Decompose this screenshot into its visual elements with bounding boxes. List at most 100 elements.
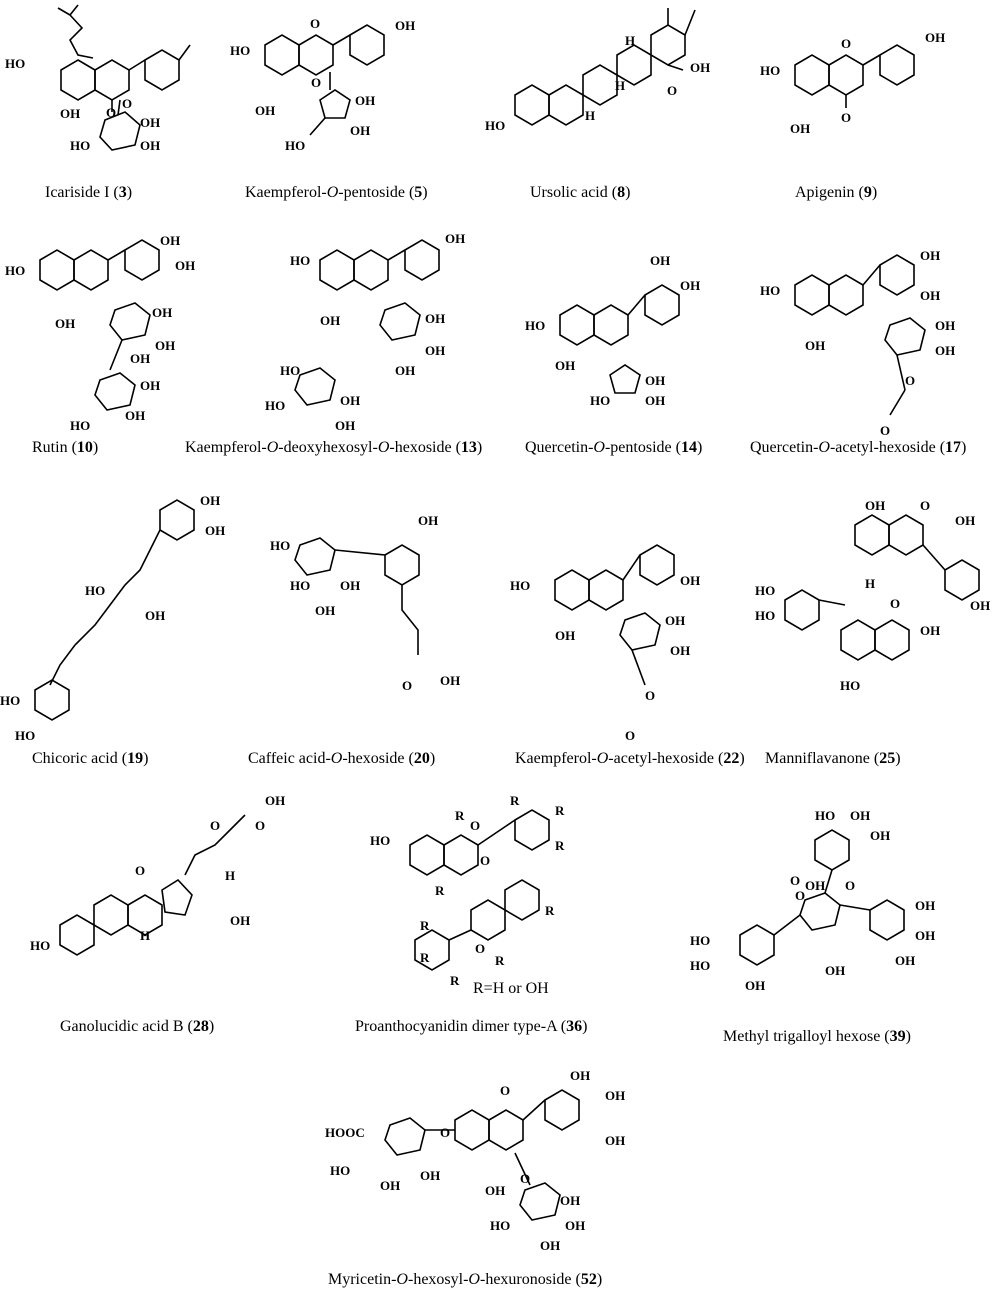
kaempferol-pentoside-drawing [264,24,385,136]
atom-label: O [310,16,320,31]
manniflavanone-labels: OH O OH OH HO HO OH HO O H [755,498,990,693]
atom-label: HO [290,578,310,593]
structure-chicoric-acid: OH OH HO OH HO HO Chicoric acid (19) [0,493,225,775]
structure-rutin: HO OH OH OH OH OH OH OH OH HO Rutin (10) [0,225,200,465]
proanthocyanidin-labels: HO R R R R O O R R O R R R R [370,793,565,988]
atom-label: HO [290,253,310,268]
atom-label: OH [690,60,710,75]
atom-label: OH [425,343,445,358]
rutin-drawing [39,239,160,411]
quercetin-acetyl-drawing [794,254,926,416]
atom-label: OH [925,30,945,45]
atom-label: HO [270,538,290,553]
atom-label: OH [865,498,885,513]
atom-label: O [470,818,480,833]
atom-label: OH [825,963,845,978]
atom-label: HO [690,958,710,973]
ganolucidic-labels: OH O O O H OH HO H [30,793,285,953]
atom-label: OH [935,318,955,333]
atom-label: O [625,728,635,743]
atom-label: OH [355,93,375,108]
atom-label: R [435,883,445,898]
structure-quercetin-pentoside: HO OH OH OH OH OH HO Quercetin-O-pentosi… [510,225,750,465]
atom-label: OH [55,316,75,331]
atom-label: OH [895,953,915,968]
atom-label: O [106,105,116,120]
atom-label: R [545,903,555,918]
caption-myricetin: Myricetin-O-hexosyl-O-hexuronoside (52) [328,1271,603,1288]
kaempferol-dh-drawing [294,239,440,406]
atom-label: O [475,941,485,956]
atom-label: OH [645,393,665,408]
atom-label: O [645,688,655,703]
atom-label: OH [915,898,935,913]
atom-label: HO [525,318,545,333]
atom-label: HO [510,578,530,593]
atom-label: HO [265,398,285,413]
rutin-labels: HO OH OH OH OH OH OH OH OH HO [5,233,195,433]
atom-label: HO [330,1163,350,1178]
atom-label: OH [340,578,360,593]
caption-icariside: Icariside I (3) [45,184,133,201]
atom-label: HO [285,138,305,153]
atom-label: R [495,953,505,968]
atom-label: OH [555,358,575,373]
atom-label: HO [30,938,50,953]
structure-kaempferol-deoxyhexosyl-hexoside: HO OH OH OH OH OH HO OH OH HO Kaempferol… [180,225,510,465]
atom-label: OH [160,233,180,248]
ganolucidic-drawing [59,814,246,956]
apigenin-drawing [794,44,915,108]
atom-label: R [510,793,520,808]
atom-label: OH [790,121,810,136]
icariside-drawing [57,4,191,151]
atom-label: O [890,596,900,611]
myricetin-drawing [384,1089,580,1221]
caffeic-hexoside-drawing [294,537,420,655]
quercetin-acetyl-labels: HO OH OH OH OH OH O O [760,248,955,438]
atom-label: HOOC [325,1125,365,1140]
atom-label: O [905,373,915,388]
atom-label: O [667,83,677,98]
kaempferol-dh-labels: HO OH OH OH OH OH HO OH OH HO [265,231,465,433]
manniflavanone-drawing [784,514,980,661]
structure-apigenin: HO OH OH O O Apigenin (9) [755,0,995,201]
atom-label: HO [690,933,710,948]
atom-label: O [845,878,855,893]
atom-label: O [880,423,890,438]
atom-label: OH [665,613,685,628]
atom-label: OH [485,1183,505,1198]
atom-label: OH [935,343,955,358]
atom-label: OH [255,103,275,118]
atom-label: OH [850,808,870,823]
structure-ursolic-acid: OH O HO H H H Ursolic acid (8) [485,0,735,201]
caption-apigenin: Apigenin (9) [795,184,878,201]
atom-label: HO [590,393,610,408]
atom-label: HO [5,263,25,278]
apigenin-labels: HO OH OH O O [760,30,945,136]
atom-label: OH [380,1178,400,1193]
atom-label: OH [205,523,225,538]
atom-label: OH [140,378,160,393]
atom-label: OH [555,628,575,643]
atom-label: HO [85,583,105,598]
caption-kaempferol-acetyl: Kaempferol-O-acetyl-hexoside (22) [515,750,745,767]
atom-label: OH [955,513,975,528]
structure-myricetin-hexosyl-hexuronoside: OH OH OH HOOC O HO OH OH OH O O HO OH OH… [320,1065,660,1294]
atom-label: H [585,108,595,123]
atom-label: OH [920,623,940,638]
atom-label: OH [570,1068,590,1083]
caption-methyl-trigalloyl: Methyl trigalloyl hexose (39) [723,1028,911,1045]
atom-label: OH [680,278,700,293]
atom-label: OH [915,928,935,943]
atom-label: OH [265,793,285,808]
atom-label: OH [970,598,990,613]
quercetin-pentoside-labels: HO OH OH OH OH OH HO [525,253,700,408]
caffeic-hexoside-labels: OH HO HO OH OH OH O [270,513,460,693]
atom-label: OH [155,338,175,353]
structure-kaempferol-acetyl-hexoside: HO OH OH OH OH O O Kaempferol-O-acetyl-h… [505,495,745,775]
atom-label: HO [70,138,90,153]
atom-label: H [865,576,875,591]
atom-label: R [555,838,565,853]
atom-label: OH [340,393,360,408]
atom-label: O [920,498,930,513]
